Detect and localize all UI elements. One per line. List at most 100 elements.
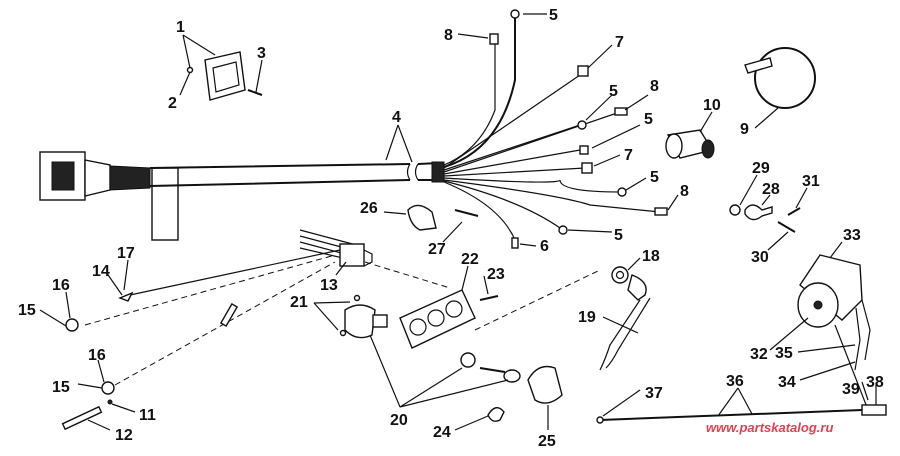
callout-25: 25 bbox=[538, 433, 556, 450]
motor-lead-34 bbox=[854, 307, 861, 371]
callout-18: 18 bbox=[642, 248, 660, 265]
access-plate-group bbox=[186, 51, 263, 101]
harness-wrap bbox=[109, 165, 151, 191]
terminal-6 bbox=[511, 237, 519, 249]
callout-38: 38 bbox=[866, 374, 884, 391]
callout-22: 22 bbox=[461, 251, 479, 268]
leader-lines bbox=[39, 13, 877, 431]
sensor-group bbox=[599, 266, 651, 371]
callout-19: 19 bbox=[578, 309, 596, 326]
left-leads bbox=[61, 249, 341, 431]
panel-hole-3 bbox=[445, 300, 463, 318]
wire-8-top bbox=[443, 40, 496, 166]
callout-11: 11 bbox=[139, 407, 156, 424]
callout-8-b: 8 bbox=[680, 183, 689, 200]
plate-screw-3 bbox=[247, 89, 263, 96]
callout-8-top: 8 bbox=[444, 27, 453, 44]
ring-terminal-15a bbox=[65, 318, 79, 332]
callout-3: 3 bbox=[257, 45, 266, 62]
wire-5-top bbox=[443, 18, 516, 168]
callout-6: 6 bbox=[540, 238, 549, 255]
panel-22 bbox=[399, 289, 476, 349]
callout-24: 24 bbox=[433, 424, 451, 441]
rod-36 bbox=[599, 409, 863, 421]
dash-switch-to-panel bbox=[364, 261, 451, 289]
callout-30: 30 bbox=[751, 249, 769, 266]
callout-15b: 15 bbox=[52, 379, 70, 396]
key-20-blade bbox=[479, 367, 506, 373]
wire-8-a bbox=[443, 111, 621, 173]
callout-1: 1 bbox=[176, 19, 185, 36]
harness-break-left bbox=[406, 163, 411, 181]
harness-sheath bbox=[149, 163, 411, 187]
lead-16b bbox=[114, 261, 336, 386]
ring-terminal-15b bbox=[101, 381, 115, 395]
access-plate-label bbox=[212, 61, 240, 93]
tie-strap-head bbox=[744, 57, 773, 74]
switch-cluster bbox=[299, 229, 601, 349]
dash-panel-to-sensor bbox=[474, 269, 601, 331]
callout-31: 31 bbox=[802, 173, 820, 190]
sleeve-12 bbox=[61, 405, 103, 431]
clamp-group bbox=[407, 204, 479, 231]
wire-7-b bbox=[443, 167, 586, 177]
harness-break-right bbox=[414, 163, 419, 181]
nut-29 bbox=[729, 204, 741, 216]
clamp-26 bbox=[407, 204, 437, 231]
callout-10: 10 bbox=[703, 97, 721, 114]
connector-10 bbox=[665, 129, 715, 159]
sensor-body bbox=[627, 274, 647, 301]
terminal-8-a bbox=[614, 107, 628, 116]
sensor-nut-18 bbox=[611, 266, 629, 284]
callout-7-b: 7 bbox=[624, 147, 633, 164]
motor-lead-35 bbox=[861, 299, 871, 361]
harness-plug-socket bbox=[51, 161, 75, 191]
callout-34: 34 bbox=[778, 374, 796, 391]
lead-17-tip bbox=[118, 291, 134, 302]
callout-33: 33 bbox=[843, 227, 861, 244]
motor-shaft bbox=[813, 300, 823, 310]
callout-28: 28 bbox=[762, 181, 780, 198]
callout-35: 35 bbox=[775, 345, 793, 362]
callout-37: 37 bbox=[645, 385, 663, 402]
motor-assembly bbox=[797, 254, 871, 416]
callout-39: 39 bbox=[842, 381, 860, 398]
key-20-bow bbox=[503, 369, 521, 383]
callout-13: 13 bbox=[320, 277, 338, 294]
connector-end bbox=[665, 133, 683, 159]
harness-sleeve bbox=[431, 161, 445, 183]
nut-21b bbox=[339, 329, 347, 337]
callout-5-c: 5 bbox=[650, 169, 659, 186]
clip-hardware bbox=[729, 204, 801, 233]
key-switch-barrel bbox=[372, 314, 388, 328]
terminal-5-top bbox=[510, 9, 520, 19]
callout-12: 12 bbox=[115, 427, 133, 444]
plate-screw-2 bbox=[186, 66, 194, 74]
key-switch-21 bbox=[344, 304, 376, 339]
tie-strap-loop bbox=[754, 47, 816, 109]
callout-26: 26 bbox=[360, 200, 378, 217]
connector-face bbox=[701, 139, 715, 159]
wire-5-c bbox=[443, 177, 621, 193]
switch-13 bbox=[339, 243, 365, 267]
callout-36: 36 bbox=[726, 373, 744, 390]
terminal-8-b bbox=[654, 207, 668, 216]
wire-5-b bbox=[443, 149, 581, 175]
panel-hole-1 bbox=[409, 318, 427, 336]
terminal-8-top bbox=[489, 33, 499, 45]
wire-8-b bbox=[443, 179, 661, 213]
clamp-24 bbox=[487, 407, 505, 422]
switch-13-pins bbox=[363, 249, 373, 267]
callout-20: 20 bbox=[390, 412, 408, 429]
rod-fitting-38 bbox=[861, 404, 887, 416]
callout-7-top: 7 bbox=[615, 34, 624, 51]
screw-27 bbox=[454, 209, 479, 217]
tie-strap bbox=[744, 47, 816, 109]
callout-8-a: 8 bbox=[650, 78, 659, 95]
main-harness bbox=[39, 9, 668, 249]
panel-hole-2 bbox=[427, 309, 445, 327]
wire-7-top bbox=[443, 74, 581, 169]
harness-plug-boot bbox=[84, 159, 111, 197]
screw-23 bbox=[479, 295, 499, 301]
